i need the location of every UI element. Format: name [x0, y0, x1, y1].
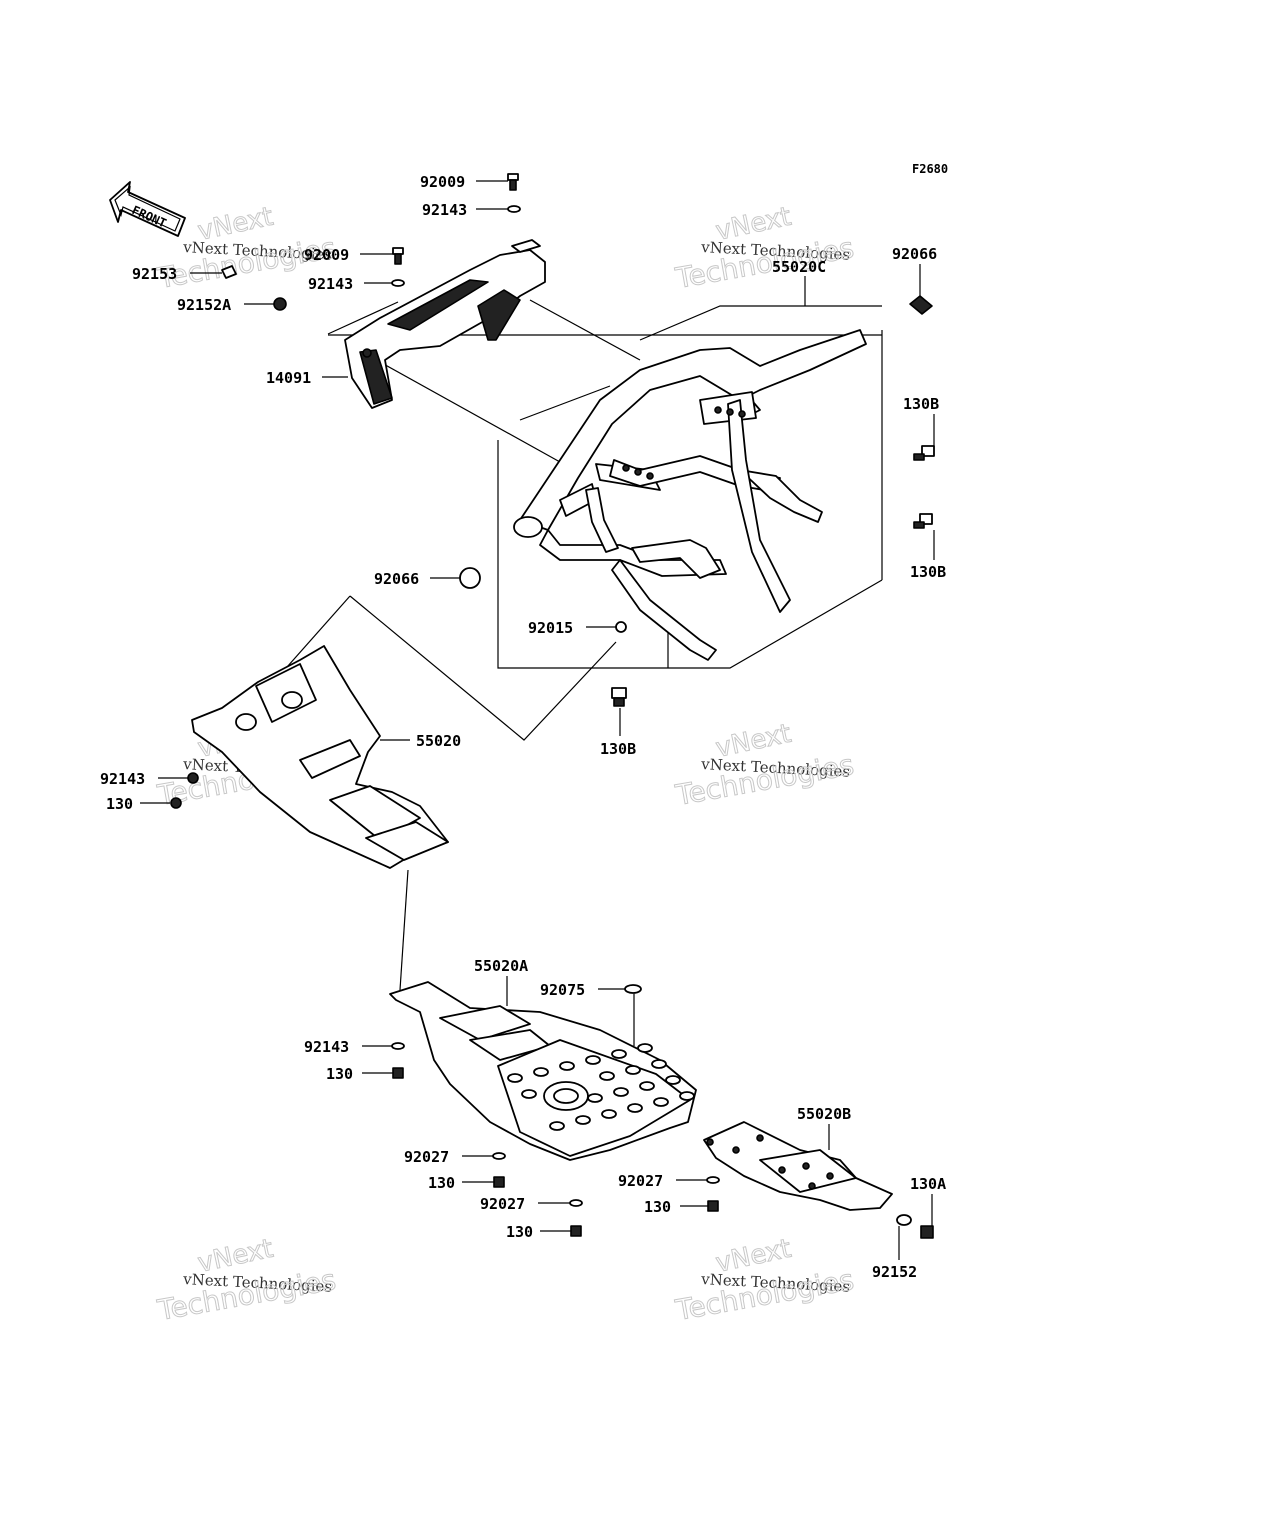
- watermark-top-right: vNext vNext Technologies Technologies: [672, 201, 857, 295]
- part-55020A-slots: [507, 1043, 695, 1131]
- label-92143-low: 92143: [304, 1038, 349, 1056]
- plate-slot: [585, 1055, 601, 1065]
- plate-slot: [507, 1073, 523, 1083]
- label-130B-2: 130B: [910, 563, 946, 581]
- label-55020: 55020: [416, 732, 461, 750]
- label-130-c: 130: [506, 1223, 533, 1241]
- label-130B-3: 130B: [600, 740, 636, 758]
- plate-slot: [601, 1109, 617, 1119]
- plate-slot: [613, 1087, 629, 1097]
- label-55020B: 55020B: [797, 1105, 851, 1123]
- label-130-b: 130: [644, 1198, 671, 1216]
- plate-slot: [521, 1089, 537, 1099]
- assembly-lines: [239, 299, 883, 991]
- plate-slot: [651, 1059, 667, 1069]
- part-55020-guard: [191, 645, 449, 869]
- label-92143-mid: 92143: [308, 275, 353, 293]
- label-92152A: 92152A: [177, 296, 231, 314]
- plate-slot: [533, 1067, 549, 1077]
- plate-slot: [599, 1071, 615, 1081]
- label-92009-top: 92009: [420, 173, 465, 191]
- leader-lines: [140, 180, 935, 1260]
- plate-slot: [587, 1093, 603, 1103]
- label-92075: 92075: [540, 981, 585, 999]
- part-labels: 92009 92143 92009 92153 92143 92152A 140…: [100, 173, 946, 1281]
- label-55020C: 55020C: [772, 258, 826, 276]
- label-55020A: 55020A: [474, 957, 528, 975]
- label-130-low: 130: [326, 1065, 353, 1083]
- part-14091-cover: [344, 239, 546, 409]
- label-92143-left: 92143: [100, 770, 145, 788]
- label-92015: 92015: [528, 619, 573, 637]
- label-92066-mid: 92066: [374, 570, 419, 588]
- label-14091: 14091: [266, 369, 311, 387]
- plate-slot: [575, 1115, 591, 1125]
- label-92027-b: 92027: [480, 1195, 525, 1213]
- label-92152: 92152: [872, 1263, 917, 1281]
- plate-slot: [559, 1061, 575, 1071]
- label-92009-mid: 92009: [304, 246, 349, 264]
- figure-code: F2680: [912, 162, 948, 176]
- plate-slot: [611, 1049, 627, 1059]
- plate-slot: [549, 1121, 565, 1131]
- plate-slot: [679, 1091, 695, 1101]
- label-92066-top: 92066: [892, 245, 937, 263]
- label-130-a: 130: [428, 1174, 455, 1192]
- label-130-left: 130: [106, 795, 133, 813]
- part-55020B-skid: [703, 1121, 893, 1211]
- watermark-bottom-left: vNext vNext Technologies Technologies: [154, 1233, 339, 1327]
- plate-slot: [665, 1075, 681, 1085]
- label-130A: 130A: [910, 1175, 946, 1193]
- watermark-bottom-right: vNext vNext Technologies Technologies: [672, 1233, 857, 1327]
- label-92153: 92153: [132, 265, 177, 283]
- part-55020C-frame: [513, 329, 867, 661]
- label-92027-c: 92027: [618, 1172, 663, 1190]
- plate-slot: [625, 1065, 641, 1075]
- front-arrow-icon: FRONT: [109, 181, 186, 237]
- watermark-mid-right: vNext vNext Technologies Technologies: [672, 718, 857, 812]
- plate-slot: [627, 1103, 643, 1113]
- plate-slot: [637, 1043, 653, 1053]
- plate-slot: [639, 1081, 655, 1091]
- label-130B-1: 130B: [903, 395, 939, 413]
- label-92027-a: 92027: [404, 1148, 449, 1166]
- label-92143-top: 92143: [422, 201, 467, 219]
- plate-slot: [653, 1097, 669, 1107]
